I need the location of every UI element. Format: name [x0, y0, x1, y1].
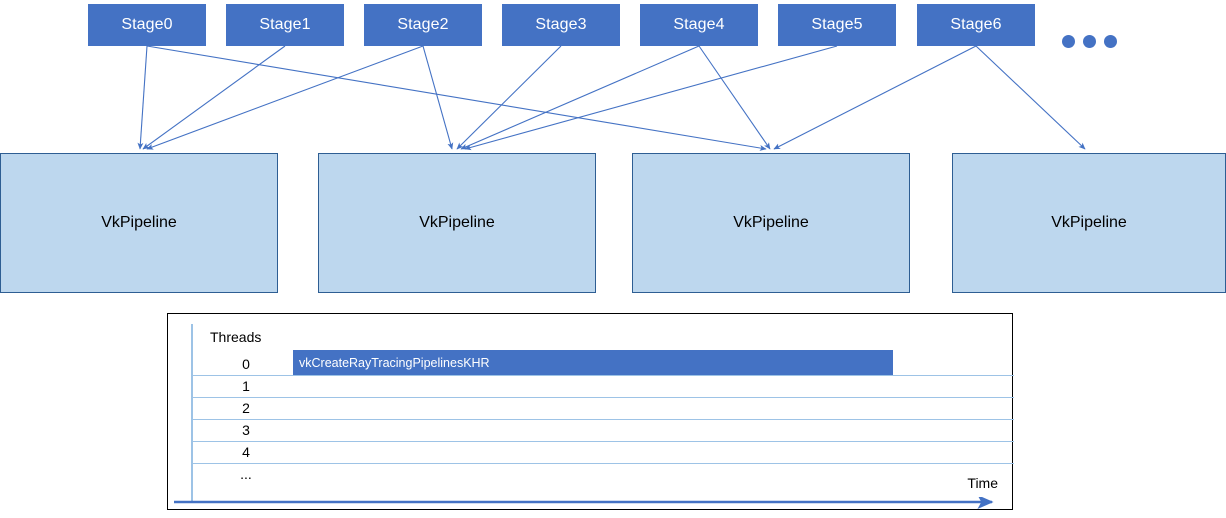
arrow-stage0-pipeline1 [137, 45, 148, 150]
arrow-stage4-pipeline2 [460, 45, 700, 150]
timeline-row[interactable]: 1 [191, 376, 1014, 398]
arrow-stage4-pipeline3 [698, 45, 771, 150]
pipeline-box-2[interactable]: VkPipeline [318, 153, 596, 293]
stage-box-4[interactable]: Stage4 [640, 4, 758, 46]
stage-box-2[interactable]: Stage2 [364, 4, 482, 46]
row-separator [191, 397, 1014, 398]
timeline-row-more: ... [191, 464, 1014, 486]
pipeline-label: VkPipeline [733, 214, 809, 231]
thread-timeline-panel: Threads 0 vkCreateRayTracingPipelinesKHR… [167, 313, 1014, 510]
stage-label: Stage4 [673, 16, 725, 33]
arrow-stage2-pipeline1 [146, 45, 424, 150]
arrow-stage3-pipeline2 [456, 45, 562, 150]
row-separator [191, 375, 1014, 376]
pipeline-box-1[interactable]: VkPipeline [0, 153, 278, 293]
pipeline-box-3[interactable]: VkPipeline [632, 153, 910, 293]
ellipsis-dot [1104, 34, 1117, 48]
stage-box-6[interactable]: Stage6 [917, 4, 1035, 46]
thread-index-ellipsis-label: ... [240, 466, 252, 482]
arrow-stage0-pipeline3 [146, 45, 767, 151]
ellipsis-dot [1083, 34, 1096, 48]
timeline-thread-axis [191, 324, 193, 502]
arrow-stage6-pipeline3 [773, 45, 977, 150]
thread-index-label: 4 [242, 444, 250, 460]
time-axis-label: Time [967, 475, 998, 491]
stage-box-1[interactable]: Stage1 [226, 4, 344, 46]
row-separator [191, 463, 1014, 464]
stage-box-3[interactable]: Stage3 [502, 4, 620, 46]
arrow-stage5-pipeline2 [464, 45, 838, 151]
stage-label: Stage0 [121, 16, 173, 33]
pipeline-box-4[interactable]: VkPipeline [952, 153, 1226, 293]
row-separator [191, 441, 1014, 442]
thread-index-label: 1 [242, 378, 250, 394]
timeline-bar-vkcreateraytracingpipelineskhr[interactable]: vkCreateRayTracingPipelinesKHR [293, 350, 893, 375]
ellipsis-dot [1062, 34, 1075, 48]
stage-label: Stage5 [811, 16, 863, 33]
pipeline-label: VkPipeline [1051, 214, 1127, 231]
stage-label: Stage2 [397, 16, 449, 33]
stage-label: Stage6 [950, 16, 1002, 33]
thread-index-label: 2 [242, 400, 250, 416]
timeline-row[interactable]: 2 [191, 398, 1014, 420]
pipeline-label: VkPipeline [101, 214, 177, 231]
arrow-stage6-pipeline4 [975, 45, 1086, 150]
stage-label: Stage3 [535, 16, 587, 33]
arrow-stage2-pipeline2 [422, 45, 454, 150]
row-separator [191, 419, 1014, 420]
stage-box-0[interactable]: Stage0 [88, 4, 206, 46]
timeline-row[interactable]: 4 [191, 442, 1014, 464]
timeline-row[interactable]: 3 [191, 420, 1014, 442]
more-stages-ellipsis-icon [1062, 32, 1122, 50]
thread-index-label: 3 [242, 422, 250, 438]
pipeline-label: VkPipeline [419, 214, 495, 231]
stage-label: Stage1 [259, 16, 311, 33]
threads-header-label: Threads [210, 329, 262, 345]
stage-box-5[interactable]: Stage5 [778, 4, 896, 46]
time-axis-arrow [174, 497, 994, 509]
thread-index-label: 0 [242, 356, 250, 372]
timeline-inner: Threads 0 vkCreateRayTracingPipelinesKHR… [168, 314, 1014, 509]
timeline-row[interactable]: 0 vkCreateRayTracingPipelinesKHR [191, 350, 1014, 376]
arrow-stage1-pipeline1 [142, 45, 286, 150]
